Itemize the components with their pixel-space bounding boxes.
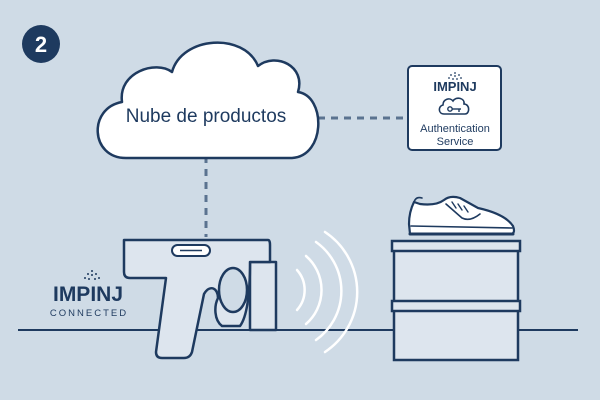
radio-waves-icon [295, 230, 359, 354]
impinj-dots-icon [84, 270, 100, 280]
impinj-connected-logo: IMPINJ CONNECTED [50, 270, 128, 319]
sneaker-icon [407, 195, 516, 236]
cloud-label: Nube de productos [126, 106, 287, 127]
auth-line1: Authentication [420, 123, 490, 135]
cloud-key-icon [438, 97, 470, 115]
step-number: 2 [35, 32, 47, 57]
left-brand-label: IMPINJ [53, 283, 123, 306]
cloud-icon [96, 41, 320, 160]
rfid-reader-icon [122, 238, 278, 360]
auth-line2: Service [437, 136, 474, 148]
auth-service-box: IMPINJ Authentication Service [407, 65, 502, 151]
step-badge: 2 [22, 25, 60, 63]
auth-brand-label: IMPINJ [433, 79, 476, 94]
impinj-dots-icon [448, 72, 462, 80]
pedestal-icon [390, 239, 522, 362]
left-brand-sub: CONNECTED [50, 308, 128, 319]
